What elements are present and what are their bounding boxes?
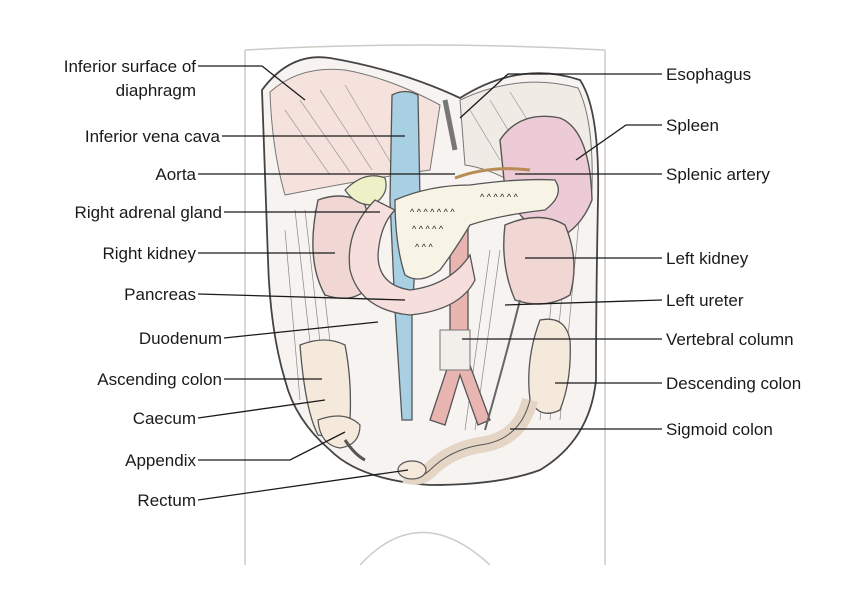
label-inferior-surface-of-diaphragm: Inferior surface of — [64, 57, 197, 76]
label-inferior-surface-of-diaphragm-line2: diaphragm — [116, 81, 196, 100]
descending-colon — [528, 318, 571, 414]
label-left-kidney: Left kidney — [666, 249, 749, 268]
leader-lines-right — [459, 73, 663, 430]
label-pancreas: Pancreas — [124, 285, 196, 304]
label-vertebral-column: Vertebral column — [666, 330, 794, 349]
esophagus — [442, 99, 458, 151]
label-duodenum: Duodenum — [139, 329, 222, 348]
splenic-artery — [454, 167, 531, 180]
labels-right: Esophagus Spleen Splenic artery Left kid… — [666, 65, 801, 439]
label-spleen: Spleen — [666, 116, 719, 135]
label-right-kidney: Right kidney — [102, 244, 196, 263]
label-splenic-artery: Splenic artery — [666, 165, 770, 184]
pancreas — [394, 178, 559, 280]
svg-text:^ ^ ^: ^ ^ ^ — [415, 242, 433, 252]
label-right-adrenal-gland: Right adrenal gland — [75, 203, 222, 222]
appendix — [343, 439, 366, 462]
svg-text:^ ^ ^ ^ ^ ^: ^ ^ ^ ^ ^ ^ — [480, 192, 519, 202]
left-ureter — [484, 299, 521, 431]
label-appendix: Appendix — [125, 451, 196, 470]
leader-lines-left — [197, 65, 455, 501]
label-rectum: Rectum — [137, 491, 196, 510]
duodenum — [348, 199, 476, 316]
labels-left: Inferior surface of diaphragm Inferior v… — [64, 57, 222, 510]
vertebral-column — [439, 329, 471, 371]
left-kidney — [503, 216, 575, 305]
right-adrenal-gland — [344, 175, 387, 206]
svg-text:^ ^ ^ ^ ^: ^ ^ ^ ^ ^ — [412, 224, 444, 234]
label-ascending-colon: Ascending colon — [97, 370, 222, 389]
label-inferior-vena-cava: Inferior vena cava — [85, 127, 221, 146]
label-aorta: Aorta — [155, 165, 196, 184]
label-sigmoid-colon: Sigmoid colon — [666, 420, 773, 439]
label-descending-colon: Descending colon — [666, 374, 801, 393]
rectum — [397, 460, 427, 480]
label-caecum: Caecum — [133, 409, 196, 428]
label-esophagus: Esophagus — [666, 65, 751, 84]
pancreas-texture: ^ ^ ^ ^ ^ ^ ^ ^ ^ ^ ^ ^ ^ ^ ^ ^ ^ ^ ^ ^ … — [410, 192, 519, 252]
svg-text:^ ^ ^ ^ ^ ^ ^: ^ ^ ^ ^ ^ ^ ^ — [410, 207, 455, 217]
label-left-ureter: Left ureter — [666, 291, 744, 310]
